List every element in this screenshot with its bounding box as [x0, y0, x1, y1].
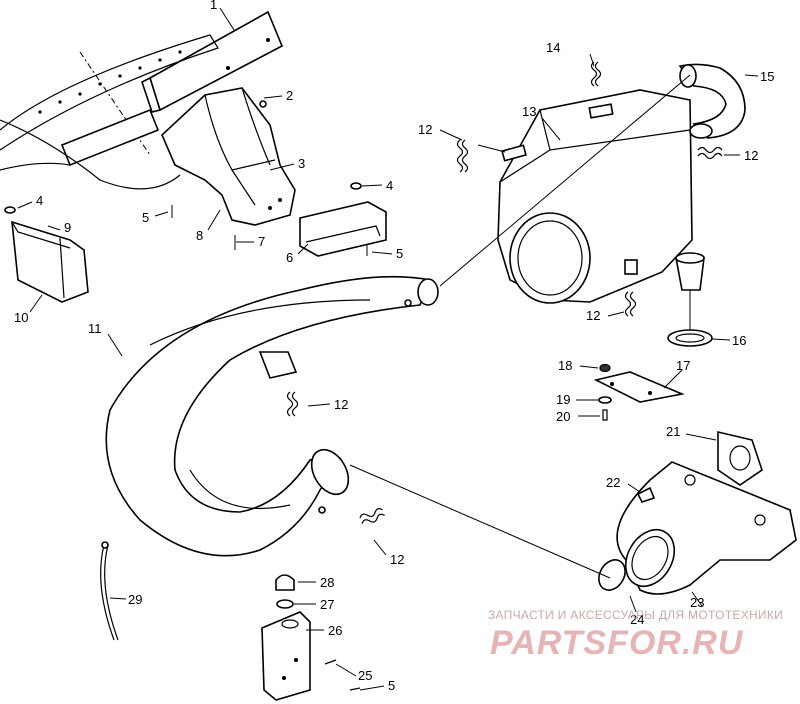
watermark-logo: PARTSFOR.RU [490, 624, 744, 662]
callout-18: 18 [558, 358, 572, 373]
callout-13: 13 [522, 104, 536, 119]
spring-12d [286, 391, 299, 417]
callout-21: 21 [666, 424, 680, 439]
part-1-heat-shield [141, 10, 284, 113]
callout-17: 17 [676, 358, 690, 373]
callout-6: 6 [286, 250, 293, 265]
callout-1: 1 [210, 0, 217, 12]
part-15-elbow-pipe [678, 63, 746, 139]
part-23-manifold [598, 430, 797, 595]
callout-12: 12 [390, 552, 404, 567]
callout-12: 12 [586, 308, 600, 323]
callout-9: 9 [64, 220, 71, 235]
callout-14: 14 [546, 40, 560, 55]
callout-4: 4 [36, 193, 43, 208]
part-11-expansion-pipe [105, 275, 439, 557]
part-29-strap [100, 541, 119, 641]
callout-11: 11 [88, 321, 102, 336]
callout-5: 5 [396, 246, 403, 261]
callout-27: 27 [320, 597, 334, 612]
callout-15: 15 [760, 69, 774, 84]
callout-19: 19 [556, 392, 570, 407]
leader-lines [17, 7, 759, 691]
small-fasteners-top [4, 100, 368, 256]
part-6-cover-plate [299, 201, 387, 257]
callout-12: 12 [418, 122, 432, 137]
spring-12c [624, 291, 637, 317]
part-16-gasket [667, 252, 713, 347]
callout-2: 2 [286, 88, 293, 103]
spring-12a [456, 139, 469, 173]
callout-20: 20 [556, 409, 570, 424]
callout-5: 5 [388, 678, 395, 693]
springs [286, 61, 723, 524]
part-3-support-bracket [161, 87, 296, 226]
callout-22: 22 [606, 475, 620, 490]
callout-29: 29 [128, 592, 142, 607]
watermark-tagline: ЗАПЧАСТИ И АКСЕССУАРЫ ДЛЯ МОТОТЕХНИКИ [488, 608, 784, 622]
callout-10: 10 [14, 310, 28, 325]
spring-14 [590, 61, 602, 87]
part-13-muffler [497, 89, 693, 304]
callout-7: 7 [258, 234, 265, 249]
spring-12b [697, 146, 723, 160]
callout-5: 5 [142, 210, 149, 225]
callout-24: 24 [630, 612, 644, 627]
connection-lines [349, 74, 691, 579]
callout-25: 25 [358, 668, 372, 683]
callout-23: 23 [690, 595, 704, 610]
callout-12: 12 [334, 397, 348, 412]
callout-3: 3 [298, 156, 305, 171]
spring-12e [359, 508, 385, 524]
callout-28: 28 [320, 575, 334, 590]
callout-16: 16 [732, 333, 746, 348]
callout-12: 12 [744, 148, 758, 163]
part-10-small-shield [11, 220, 89, 303]
callout-8: 8 [196, 228, 203, 243]
part-26-bracket [261, 574, 361, 701]
part-17-plate [593, 363, 685, 421]
callout-labels: 1 2 3 4 4 5 5 5 6 7 8 9 10 11 12 12 12 1… [14, 0, 774, 693]
callout-26: 26 [328, 623, 342, 638]
callout-4: 4 [386, 178, 393, 193]
body-panel [0, 34, 219, 190]
